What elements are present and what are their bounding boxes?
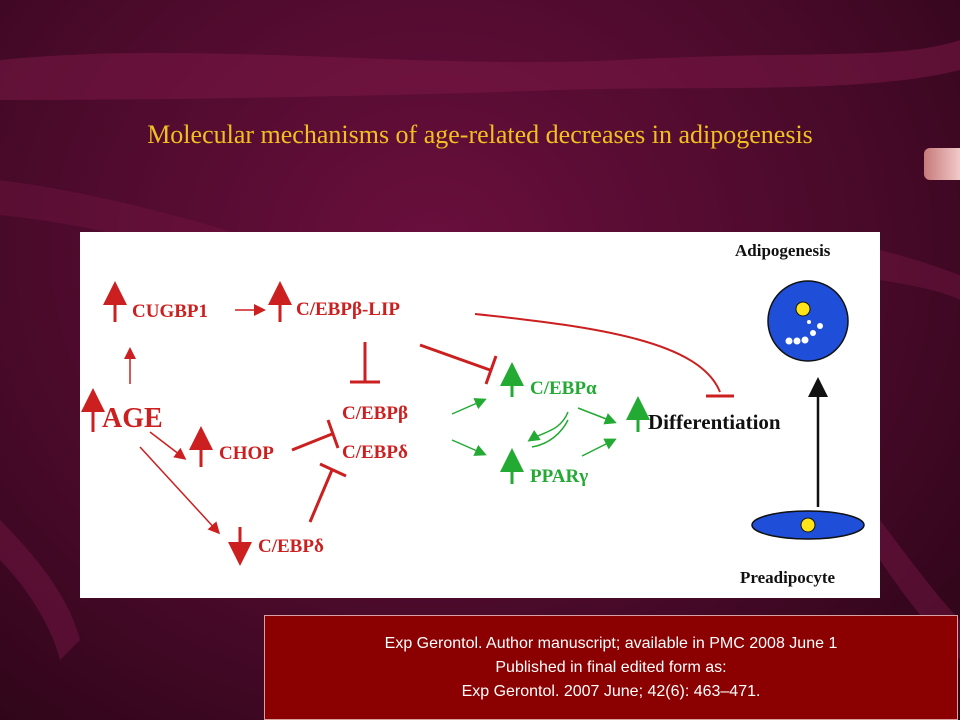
arrow-cebpd-to-ppary — [451, 439, 487, 456]
inhibit-cebpd-to-cebp — [308, 462, 347, 523]
pathway-figure: CUGBP1 C/EBPβ-LIP AGE CHOP C/EBPδ — [80, 232, 880, 598]
arrow-cebpa-to-differentiation — [577, 407, 617, 425]
arrow-age-to-chop — [149, 431, 187, 460]
citation-box: Exp Gerontol. Author manuscript; availab… — [264, 615, 958, 720]
arrow-ppary-to-differentiation — [581, 438, 617, 457]
label-cebpd-low: C/EBPδ — [258, 536, 324, 557]
adipocyte-icon — [767, 280, 849, 362]
label-chop: CHOP — [219, 443, 274, 464]
label-cugbp1: CUGBP1 — [132, 301, 208, 322]
label-age: AGE — [102, 403, 163, 434]
preadipocyte-icon — [751, 510, 865, 540]
label-cebpb: C/EBPβ — [342, 403, 408, 424]
inhibit-lip-to-cebpb — [350, 342, 380, 384]
side-tab-accent — [924, 148, 960, 180]
arrow-cebpa-ppary-loop — [527, 411, 569, 442]
label-ppary: PPARγ — [530, 466, 588, 487]
label-preadipocyte: Preadipocyte — [740, 568, 836, 587]
citation-line-1: Exp Gerontol. Author manuscript; availab… — [384, 635, 838, 652]
arrow-cebpb-to-cebpa — [451, 398, 487, 415]
arrow-age-to-cebpd — [139, 446, 221, 535]
label-adipogenesis: Adipogenesis — [735, 241, 831, 260]
inhibit-lip-to-cebpa — [419, 343, 498, 385]
inhibit-chop-to-cebp — [291, 419, 340, 452]
citation-line-2: Published in final edited form as: — [495, 659, 727, 676]
inhibit-lip-to-differentiation — [474, 313, 734, 398]
label-differentiation: Differentiation — [648, 410, 781, 434]
citation-line-3: Exp Gerontol. 2007 June; 42(6): 463–471. — [461, 683, 761, 700]
slide-title: Molecular mechanisms of age-related decr… — [147, 120, 813, 149]
pathway-diagram: CUGBP1 C/EBPβ-LIP AGE CHOP C/EBPδ — [81, 241, 865, 587]
label-cebpd-mid: C/EBPδ — [342, 442, 408, 463]
label-cebpa: C/EBPα — [530, 378, 597, 399]
arrow-ppary-cebpa-loop — [531, 419, 569, 448]
label-cebpb-lip: C/EBPβ-LIP — [296, 299, 400, 320]
